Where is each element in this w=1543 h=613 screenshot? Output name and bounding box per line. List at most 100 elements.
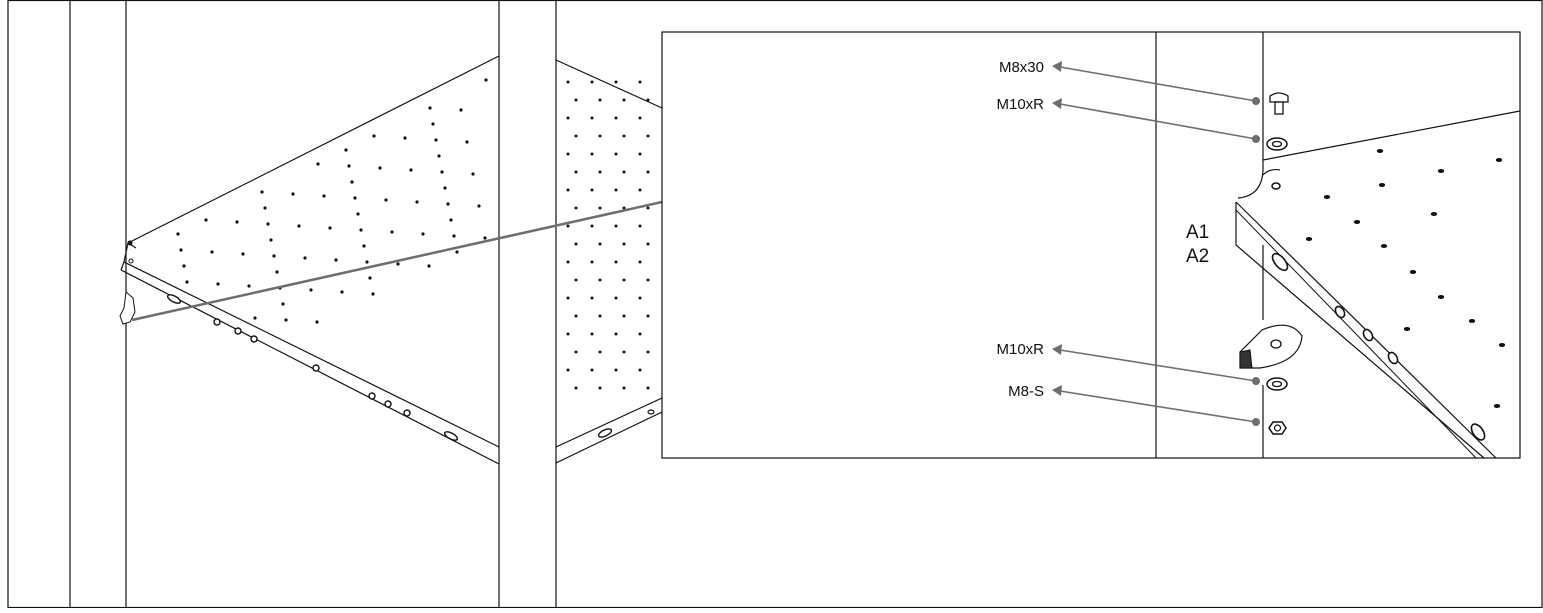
perforation-hole	[622, 134, 626, 138]
perforation-hole	[590, 260, 594, 264]
perforation-hole	[622, 98, 626, 102]
perforation-hole	[646, 278, 650, 282]
perforation-hole	[455, 250, 459, 254]
perforation-hole	[235, 220, 239, 224]
detail-slot	[1271, 252, 1289, 272]
shelf-slot	[384, 400, 392, 408]
perforation-hole	[368, 276, 372, 280]
perforation-hole	[415, 200, 419, 204]
perforation-hole	[449, 218, 453, 222]
perforation-hole	[315, 320, 319, 324]
perforation-hole	[574, 314, 578, 318]
perforation-hole	[614, 80, 618, 84]
perforation-hole	[598, 242, 602, 246]
perforation-hole	[185, 280, 189, 284]
perforation-hole	[598, 206, 602, 210]
perforation-hole	[598, 98, 602, 102]
shelf-front-face	[120, 269, 500, 465]
perforation-hole	[260, 190, 264, 194]
perforation-hole	[638, 260, 642, 264]
perforation-hole	[1437, 169, 1445, 173]
part-label-a2: A2	[1186, 246, 1209, 267]
detail-post-notch	[1237, 32, 1264, 199]
perforation-hole	[574, 278, 578, 282]
perforation-hole	[322, 194, 326, 198]
perforation-hole	[590, 368, 594, 372]
perforation-hole	[566, 116, 570, 120]
detail-holes	[1305, 149, 1506, 408]
perforation-hole	[434, 138, 438, 142]
shelf-slot	[403, 409, 411, 417]
washer-icon	[1266, 137, 1288, 151]
perforation-hole	[359, 228, 363, 232]
perforation-hole	[614, 260, 618, 264]
perforation-hole	[431, 122, 435, 126]
perforation-hole	[1353, 220, 1361, 224]
perforation-hole	[241, 252, 245, 256]
shelf-slot	[312, 364, 320, 372]
perforation-hole	[646, 242, 650, 246]
nut-icon	[1268, 421, 1287, 435]
shelf-corner-edge	[120, 261, 125, 271]
perforation-hole	[365, 260, 369, 264]
perforation-hole	[303, 256, 307, 260]
perforation-hole	[1378, 183, 1386, 187]
perforation-hole	[566, 332, 570, 336]
detail-leader-line	[131, 200, 663, 322]
perforation-hole	[614, 152, 618, 156]
detail-shelf-top	[1262, 110, 1521, 161]
perforation-hole	[291, 192, 295, 196]
perforation-hole	[574, 134, 578, 138]
detail-slot	[1387, 351, 1399, 365]
shelf-front-edge	[123, 261, 500, 448]
perforation-hole	[638, 368, 642, 372]
part-label-a1: A1	[1186, 222, 1209, 243]
perforation-hole	[1437, 295, 1445, 299]
perforation-hole	[614, 224, 618, 228]
perforation-hole	[598, 170, 602, 174]
right-shelf	[555, 59, 663, 464]
shelf-front-edge	[555, 397, 663, 448]
detail-clip	[1239, 324, 1303, 369]
perforation-hole	[465, 140, 469, 144]
shelf-slots	[166, 294, 459, 441]
shelf-slot	[368, 392, 376, 400]
perforation-hole	[1498, 343, 1506, 347]
bolt-icon	[1269, 92, 1289, 115]
detail-slot	[1470, 423, 1486, 441]
perforation-hole	[1430, 212, 1438, 216]
perforation-hole	[622, 206, 626, 210]
perforation-hole	[574, 242, 578, 246]
shelf-holes	[566, 80, 650, 390]
perforation-hole	[590, 332, 594, 336]
perforation-hole	[638, 188, 642, 192]
perforation-hole	[353, 196, 357, 200]
perforation-hole	[328, 226, 332, 230]
perforation-hole	[396, 262, 400, 266]
perforation-hole	[428, 106, 432, 110]
shelf-slot	[234, 327, 242, 335]
perforation-hole	[1376, 149, 1384, 153]
perforation-hole	[340, 290, 344, 294]
perforation-hole	[614, 368, 618, 372]
perforation-hole	[574, 350, 578, 354]
perforation-hole	[334, 258, 338, 262]
perforation-hole	[216, 282, 220, 286]
perforation-hole	[638, 152, 642, 156]
perforation-hole	[384, 198, 388, 202]
perforation-hole	[566, 296, 570, 300]
perforation-hole	[638, 116, 642, 120]
perforation-hole	[247, 284, 251, 288]
perforation-hole	[566, 152, 570, 156]
perforation-hole	[598, 386, 602, 390]
perforation-hole	[614, 116, 618, 120]
perforation-hole	[179, 248, 183, 252]
perforation-hole	[471, 172, 475, 176]
perforation-hole	[176, 232, 180, 236]
perforation-hole	[590, 224, 594, 228]
shelf-slot	[443, 431, 459, 441]
perforation-hole	[590, 152, 594, 156]
perforation-hole	[614, 188, 618, 192]
perforation-hole	[622, 278, 626, 282]
perforation-hole	[574, 170, 578, 174]
